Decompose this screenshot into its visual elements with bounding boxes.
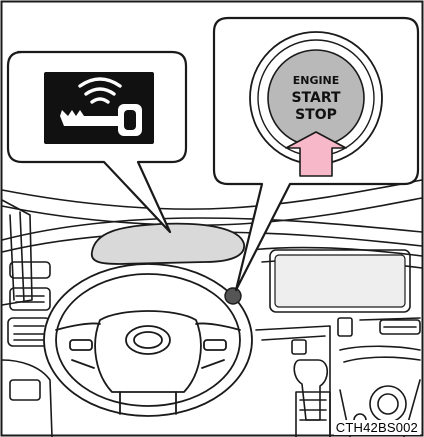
button-label-start: START [291,90,341,106]
figure-code: CTH42BS002 [334,420,420,435]
navigation-screen [275,255,405,307]
steering-wheel [44,264,252,416]
button-label-engine: ENGINE [293,74,340,87]
button-label-stop: STOP [295,107,337,123]
engine-start-button-location [225,288,241,304]
